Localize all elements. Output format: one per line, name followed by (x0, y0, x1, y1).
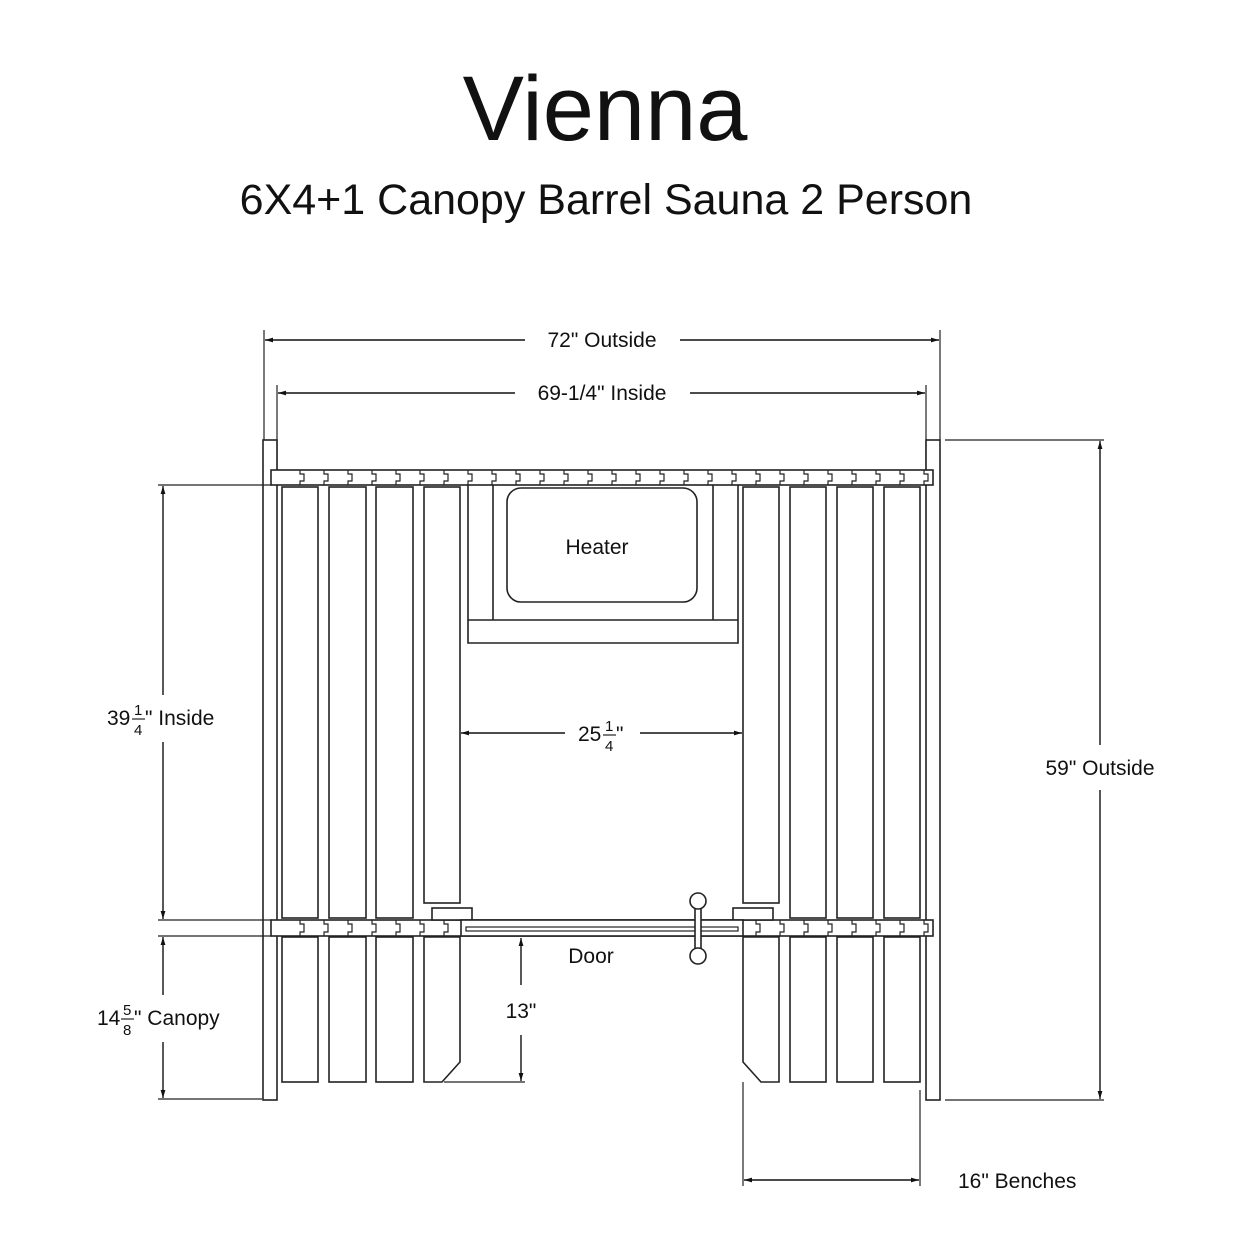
rail-notch (539, 470, 545, 485)
rail-notch (419, 920, 425, 936)
rail-notch (899, 470, 905, 485)
page-subtitle: 6X4+1 Canopy Barrel Sauna 2 Person (240, 176, 973, 224)
rail-notch (515, 470, 521, 485)
dimension-canopy-depth: 14 5 8 " Canopy (97, 935, 272, 1100)
door-handle (694, 902, 702, 955)
aisle-width-denominator: 4 (605, 738, 613, 755)
canopy-slat (836, 936, 874, 1083)
door-clearance-label: 13" (506, 1000, 537, 1023)
rail-notch (395, 920, 401, 936)
dimension-inside-depth: 39 1 4 " Inside (107, 484, 272, 921)
heater (506, 487, 698, 603)
canopy-slat (281, 936, 319, 1083)
sauna-structure: Heater Door (262, 439, 941, 1101)
canopy-depth-denominator: 8 (123, 1022, 131, 1039)
canopy-slat (883, 936, 921, 1083)
rail-notch (875, 920, 881, 936)
rail-notch (635, 470, 641, 485)
inside-width-label: 69-1/4" Inside (538, 382, 667, 405)
rail-notch (299, 470, 305, 485)
inside-depth-whole: 39 (107, 707, 130, 730)
bench-slat (375, 486, 414, 919)
rail-notch (779, 920, 785, 936)
right-wall (925, 439, 941, 1101)
bench-slat (328, 486, 367, 919)
dimension-bench-depth: 16" Benches (742, 1082, 1076, 1193)
inside-depth-numerator: 1 (134, 702, 142, 719)
canopy-slat (328, 936, 367, 1083)
rail-notch (299, 920, 305, 936)
rail-notch (803, 920, 809, 936)
canopy-slat (375, 936, 414, 1083)
rail-notch (467, 470, 473, 485)
bench-slat (281, 486, 319, 919)
rail-notch (347, 920, 353, 936)
rail-notch (755, 470, 761, 485)
rail-notch (803, 470, 809, 485)
rail-notch (779, 470, 785, 485)
rail-notch (563, 470, 569, 485)
bench-slat (742, 486, 780, 904)
rear-rail (270, 469, 934, 486)
page-title: Vienna (463, 58, 749, 160)
bench-slat (836, 486, 874, 919)
heater-enclosure: Heater (467, 485, 739, 644)
rail-notch (851, 470, 857, 485)
rail-notch (371, 920, 377, 936)
canopy-depth-suffix: " Canopy (134, 1007, 220, 1030)
rail-notch (587, 470, 593, 485)
canopy-slat (742, 936, 780, 1083)
rail-notch (323, 470, 329, 485)
rail-notch (395, 470, 401, 485)
rail-notch (443, 470, 449, 485)
rail-notch (611, 470, 617, 485)
rail-notch (683, 470, 689, 485)
dimension-outside-width: 72" Outside (263, 329, 941, 440)
rail-notch (347, 470, 353, 485)
rail-notch (443, 920, 449, 936)
rail-notch (875, 470, 881, 485)
rail-notch (755, 920, 761, 936)
rail-notch (659, 470, 665, 485)
rail-notch (731, 470, 737, 485)
canopy-depth-numerator: 5 (123, 1002, 131, 1019)
inside-depth-suffix: " Inside (145, 707, 214, 730)
inside-depth-denominator: 4 (134, 722, 142, 739)
bench-slat (789, 486, 827, 919)
dimension-inside-width: 69-1/4" Inside (276, 382, 927, 470)
bench-depth-label: 16" Benches (958, 1170, 1076, 1193)
rail-notch (371, 470, 377, 485)
rail-notch (827, 920, 833, 936)
outside-depth-label: 59" Outside (1045, 757, 1154, 780)
heater-label: Heater (565, 536, 628, 559)
rail-notch (707, 470, 713, 485)
dimension-aisle-width: 25 1 4 " (461, 718, 742, 755)
rail-notch (899, 920, 905, 936)
dimension-door-clearance: 13" (444, 938, 537, 1083)
left-wall (262, 439, 278, 1101)
rail-notches (299, 470, 929, 485)
aisle-width-numerator: 1 (605, 718, 613, 735)
rail-notch (419, 470, 425, 485)
dimension-outside-depth: 59" Outside (945, 439, 1155, 1101)
canopy-depth-whole: 14 (97, 1007, 121, 1030)
bench-slat (423, 486, 461, 904)
rail-notch (491, 470, 497, 485)
aisle-width-whole: 25 (578, 723, 601, 746)
rail-notch (923, 920, 929, 936)
rail-notch (923, 470, 929, 485)
aisle-width-suffix: " (616, 723, 623, 746)
rail-notch (851, 920, 857, 936)
door: Door (431, 892, 774, 968)
rail-notch (323, 920, 329, 936)
door-label: Door (568, 945, 614, 968)
rail-notch (827, 470, 833, 485)
outside-width-label: 72" Outside (547, 329, 656, 352)
canopy-slat (789, 936, 827, 1083)
canopy-slat (423, 936, 461, 1083)
bench-slat (883, 486, 921, 919)
